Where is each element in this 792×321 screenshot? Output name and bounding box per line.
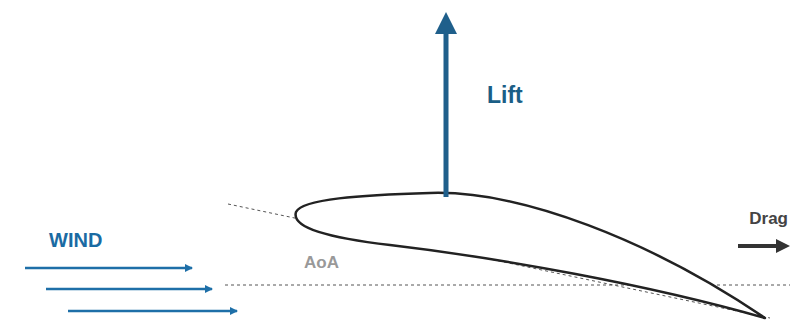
wind-arrow xyxy=(25,267,192,270)
angle-label: AoA xyxy=(304,254,339,271)
drag-arrow xyxy=(738,244,778,248)
wind-arrow xyxy=(68,310,237,313)
force-label: Drag xyxy=(749,210,788,227)
wind-arrow xyxy=(46,288,212,291)
lift-arrow xyxy=(444,32,449,197)
airfoil xyxy=(296,193,765,318)
lift-arrowhead xyxy=(435,12,457,34)
force-label: Lift xyxy=(487,84,523,107)
wind-label: WIND xyxy=(49,230,102,250)
drag-arrowhead xyxy=(776,239,790,253)
